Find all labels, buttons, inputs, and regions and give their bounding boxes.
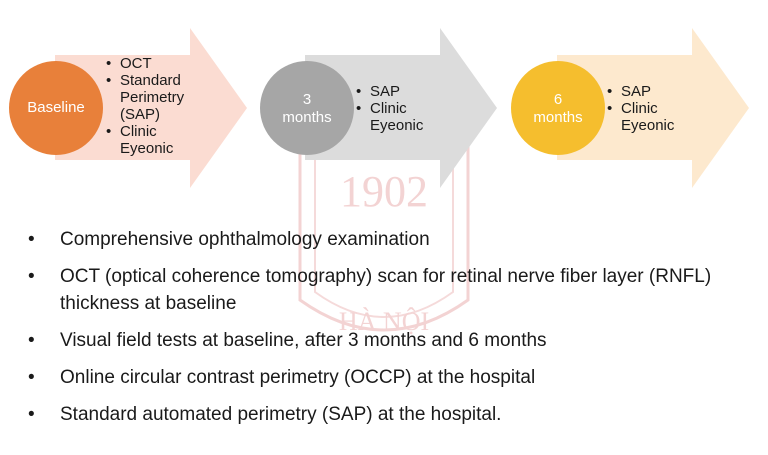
procedure-bullet-list: Comprehensive ophthalmology examination …	[28, 226, 758, 438]
stage-label-6-months-text: 6 months	[533, 91, 583, 126]
stage-circle-3-months	[260, 61, 354, 155]
stage-label-baseline: Baseline	[27, 99, 85, 116]
stage-circle-baseline	[9, 61, 103, 155]
bullet-item: OCT (optical coherence tomography) scan …	[28, 263, 758, 317]
stage-item: SAP	[607, 83, 697, 100]
stage-label-3-months: 3 months	[259, 91, 355, 127]
stage-circle-6-months	[511, 61, 605, 155]
bullet-item: Online circular contrast perimetry (OCCP…	[28, 364, 758, 391]
stage-item: Clinic Eyeonic	[106, 123, 202, 157]
stage-item: OCT	[106, 55, 202, 72]
stage-items-baseline: OCT Standard Perimetry (SAP) Clinic Eyeo…	[106, 55, 202, 157]
stage-label-3-months-text: 3 months	[282, 91, 332, 126]
stage-item: Clinic Eyeonic	[356, 100, 446, 134]
stage-item: Clinic Eyeonic	[607, 100, 697, 134]
stage-item: SAP	[356, 83, 446, 100]
stage-item: Standard Perimetry (SAP)	[106, 72, 202, 123]
stage-items-3-months: SAP Clinic Eyeonic	[356, 83, 446, 134]
bullet-item: Standard automated perimetry (SAP) at th…	[28, 401, 758, 428]
bullet-item: Visual field tests at baseline, after 3 …	[28, 327, 758, 354]
bullet-item: Comprehensive ophthalmology examination	[28, 226, 758, 253]
stage-items-6-months: SAP Clinic Eyeonic	[607, 83, 697, 134]
stage-label-6-months: 6 months	[510, 91, 606, 127]
